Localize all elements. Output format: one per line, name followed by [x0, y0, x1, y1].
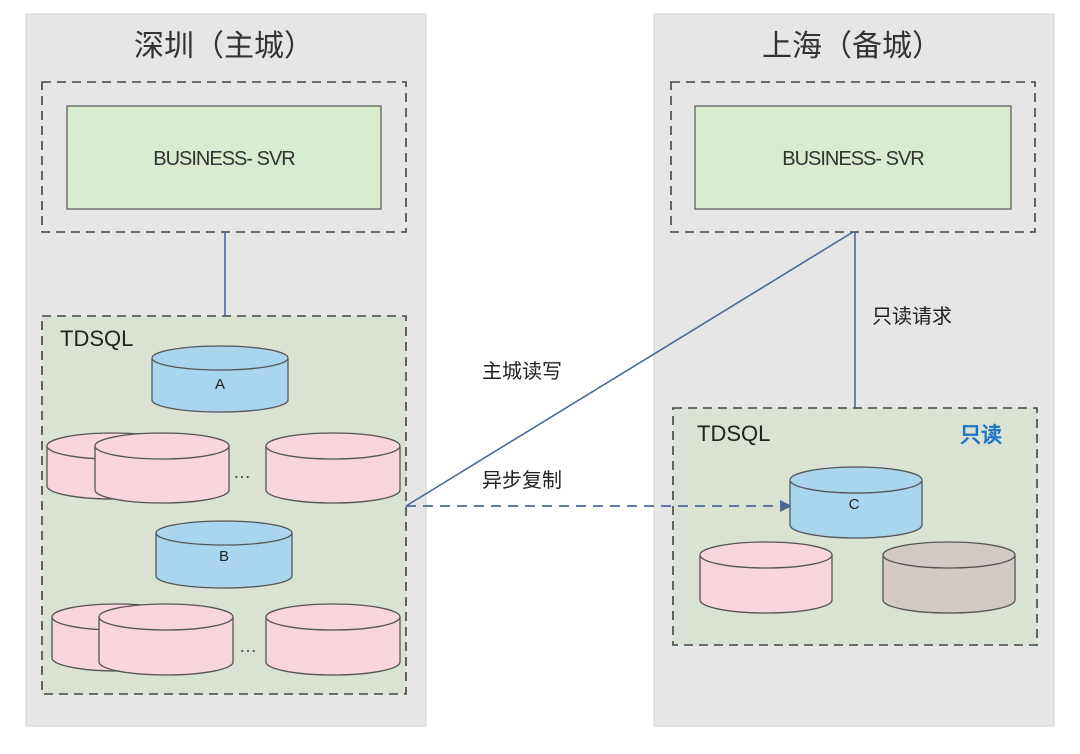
database-c: C	[789, 466, 923, 539]
primary-tdsql-label: TDSQL	[60, 326, 133, 351]
async-replication-arrowhead	[780, 500, 792, 512]
database-pink-3	[265, 432, 401, 504]
primary-business-svr	[66, 105, 382, 210]
primary-readwrite-label: 主城读写	[482, 359, 562, 383]
database-grey-backup	[882, 541, 1016, 614]
database-a-label: A	[215, 376, 225, 393]
database-c-label: C	[849, 496, 860, 513]
primary-region-title: 深圳（主城）	[134, 29, 314, 64]
database-pink-5	[98, 603, 234, 676]
ellipsis-row-1: …	[233, 462, 253, 482]
database-b-label: B	[219, 548, 229, 565]
database-a: A	[151, 345, 289, 413]
database-pink-2	[94, 432, 230, 504]
backup-business-svr-label: BUSINESS- SVR	[782, 148, 924, 170]
readonly-request-label: 只读请求	[872, 304, 952, 328]
primary-business-svr-label: BUSINESS- SVR	[153, 148, 295, 170]
backup-region-title: 上海（备城）	[762, 29, 942, 64]
readwrite-line	[405, 231, 854, 507]
backup-tdsql-label: TDSQL	[697, 421, 770, 446]
readonly-badge: 只读	[960, 423, 1002, 447]
primary-business-group	[41, 81, 407, 233]
ellipsis-row-2: …	[239, 636, 259, 656]
async-replication-label: 异步复制	[482, 468, 562, 492]
database-b: B	[155, 520, 293, 589]
database-pink-backup	[699, 541, 833, 614]
database-pink-6	[265, 603, 401, 676]
backup-business-svr	[694, 105, 1012, 210]
